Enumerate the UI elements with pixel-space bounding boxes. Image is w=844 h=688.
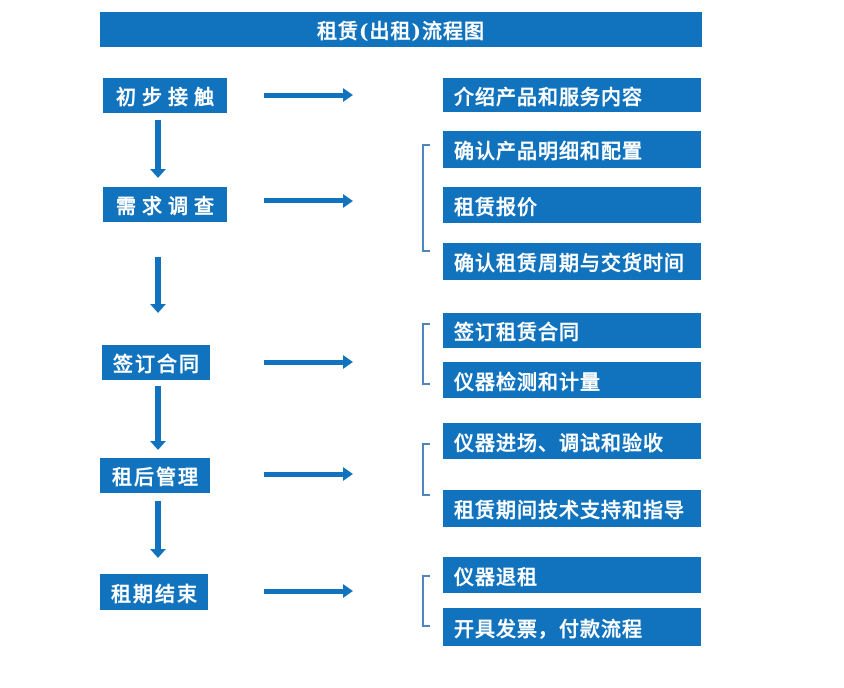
- output-box: 介绍产品和服务内容: [443, 78, 701, 112]
- arrow-head: [343, 584, 353, 598]
- group-bracket: [422, 443, 430, 496]
- output-box: 仪器检测和计量: [443, 362, 701, 398]
- arrow-head: [150, 304, 166, 313]
- arrow-shaft: [155, 501, 161, 549]
- output-box: 开具发票，付款流程: [443, 608, 701, 646]
- arrow-shaft: [264, 589, 343, 594]
- stage-box-rental-end: 租期结束: [100, 574, 208, 610]
- arrow-head: [150, 441, 166, 450]
- arrow-shaft: [264, 93, 343, 98]
- arrow-head: [150, 169, 166, 178]
- arrow-shaft: [264, 472, 343, 477]
- arrow-head: [343, 467, 353, 481]
- arrow-shaft: [155, 386, 161, 441]
- output-box: 确认租赁周期与交货时间: [443, 243, 701, 280]
- output-box: 签订租赁合同: [443, 313, 701, 348]
- output-box: 仪器进场、调试和验收: [443, 423, 701, 459]
- stage-box-sign-contract: 签订合同: [102, 345, 210, 380]
- output-box: 租赁报价: [443, 187, 701, 223]
- arrow-shaft: [264, 198, 343, 203]
- output-box: 租赁期间技术支持和指导: [443, 490, 701, 527]
- arrow-shaft: [155, 120, 161, 169]
- arrow-head: [343, 355, 353, 369]
- flowchart-title: 租赁(出租)流程图: [100, 12, 702, 47]
- stage-box-demand-survey: 需求调查: [103, 187, 227, 222]
- group-bracket: [422, 144, 430, 252]
- arrow-head: [150, 549, 166, 558]
- group-bracket: [422, 323, 430, 385]
- arrow-head: [343, 88, 353, 102]
- output-box: 仪器退租: [443, 557, 701, 593]
- stage-box-post-rental: 租后管理: [100, 458, 210, 493]
- group-bracket: [422, 575, 430, 627]
- output-box: 确认产品明细和配置: [443, 131, 701, 168]
- arrow-shaft: [155, 257, 161, 304]
- arrow-shaft: [264, 360, 343, 365]
- stage-box-initial-contact: 初步接触: [103, 78, 227, 113]
- arrow-head: [343, 194, 353, 208]
